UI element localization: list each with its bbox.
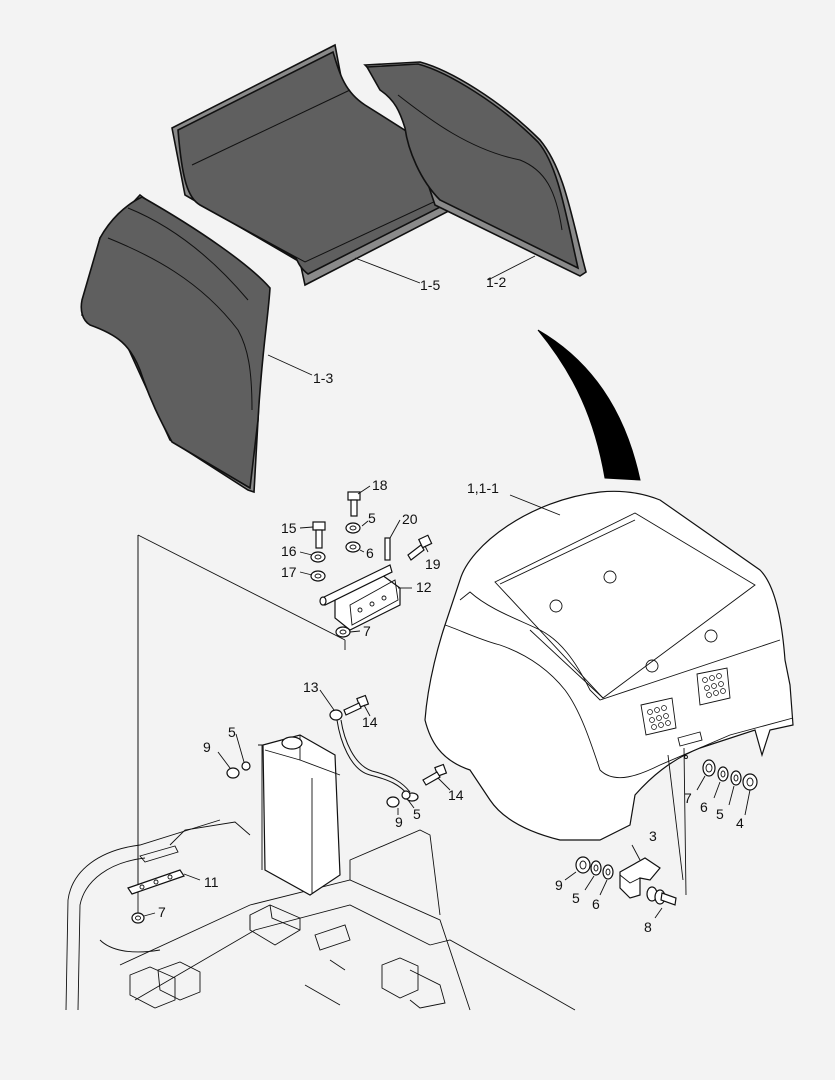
label-7-bracket: 7 bbox=[158, 904, 166, 920]
plate-11 bbox=[127, 845, 185, 895]
seat-cushion-1-5 bbox=[171, 43, 471, 287]
label-3: 3 bbox=[649, 828, 657, 844]
label-5-upper: 5 bbox=[228, 724, 236, 740]
label-5-hinge: 5 bbox=[368, 510, 376, 526]
washer-7-hood bbox=[702, 759, 716, 777]
washer-5-bottom bbox=[590, 860, 602, 876]
bolt-15 bbox=[312, 521, 326, 549]
label-18: 18 bbox=[372, 477, 388, 493]
washer-5-hood bbox=[730, 770, 742, 786]
stud-8 bbox=[646, 886, 677, 906]
washer-5-hinge bbox=[345, 522, 361, 534]
label-7-hood: 7 bbox=[684, 790, 692, 806]
bolt-14-upper bbox=[343, 694, 370, 716]
label-14-lower: 14 bbox=[448, 787, 464, 803]
label-11: 11 bbox=[204, 874, 219, 890]
pin-20 bbox=[384, 537, 391, 561]
nut-9-lower bbox=[386, 796, 400, 808]
bolt-18 bbox=[347, 491, 361, 517]
washer-7-bracket bbox=[131, 912, 145, 924]
label-9-lower: 9 bbox=[395, 814, 403, 830]
label-5-lower: 5 bbox=[413, 806, 421, 822]
washer-6-hinge bbox=[345, 541, 361, 553]
washer-5-lower bbox=[401, 790, 411, 800]
side-pad-1-2 bbox=[363, 61, 587, 277]
label-1-5: 1-5 bbox=[420, 277, 440, 293]
label-19: 19 bbox=[425, 556, 441, 572]
nut-4 bbox=[742, 773, 758, 791]
assembly-arrow bbox=[537, 329, 641, 481]
callout-labels: 1-5 1-2 1-3 1,1-1 18 15 5 20 16 6 19 17 … bbox=[158, 274, 744, 935]
label-4: 4 bbox=[736, 815, 744, 831]
seat-housing-1-1-1 bbox=[424, 490, 794, 841]
leader-lines bbox=[143, 255, 751, 919]
label-6-bottom: 6 bbox=[592, 896, 600, 912]
label-8: 8 bbox=[644, 919, 652, 935]
label-12: 12 bbox=[416, 579, 432, 595]
label-1-3: 1-3 bbox=[313, 370, 333, 386]
label-9-bottom: 9 bbox=[555, 877, 563, 893]
nut-9-upper bbox=[226, 767, 240, 779]
label-9-upper: 9 bbox=[203, 739, 211, 755]
console-box bbox=[258, 734, 341, 896]
leader-line-hood bbox=[667, 747, 687, 896]
label-15: 15 bbox=[281, 520, 297, 536]
label-20: 20 bbox=[402, 511, 418, 527]
washer-5-upper bbox=[241, 761, 251, 771]
label-5-bottom: 5 bbox=[572, 890, 580, 906]
washer-6-hood bbox=[717, 766, 729, 782]
side-pad-1-3 bbox=[80, 193, 271, 494]
bolt-14-lower bbox=[422, 763, 448, 786]
washer-17 bbox=[310, 570, 326, 582]
label-17: 17 bbox=[281, 564, 297, 580]
bolt-19 bbox=[407, 534, 433, 561]
washer-6-bottom bbox=[602, 864, 614, 880]
label-14-upper: 14 bbox=[362, 714, 378, 730]
bracket-3 bbox=[619, 857, 661, 899]
washer-16 bbox=[310, 551, 326, 563]
vent-grille-holes bbox=[647, 673, 726, 730]
seat-base-frame bbox=[65, 819, 576, 1011]
nut-9-bottom bbox=[575, 856, 591, 874]
label-7-hinge: 7 bbox=[363, 623, 371, 639]
hinge-assembly-12 bbox=[319, 564, 401, 631]
label-1-1-1: 1,1-1 bbox=[467, 480, 499, 496]
label-6-hinge: 6 bbox=[366, 545, 374, 561]
label-13: 13 bbox=[303, 679, 319, 695]
label-16: 16 bbox=[281, 543, 297, 559]
label-6-hood: 6 bbox=[700, 799, 708, 815]
label-5-hood: 5 bbox=[716, 806, 724, 822]
washer-7-hinge bbox=[335, 626, 351, 638]
label-1-2: 1-2 bbox=[486, 274, 506, 290]
